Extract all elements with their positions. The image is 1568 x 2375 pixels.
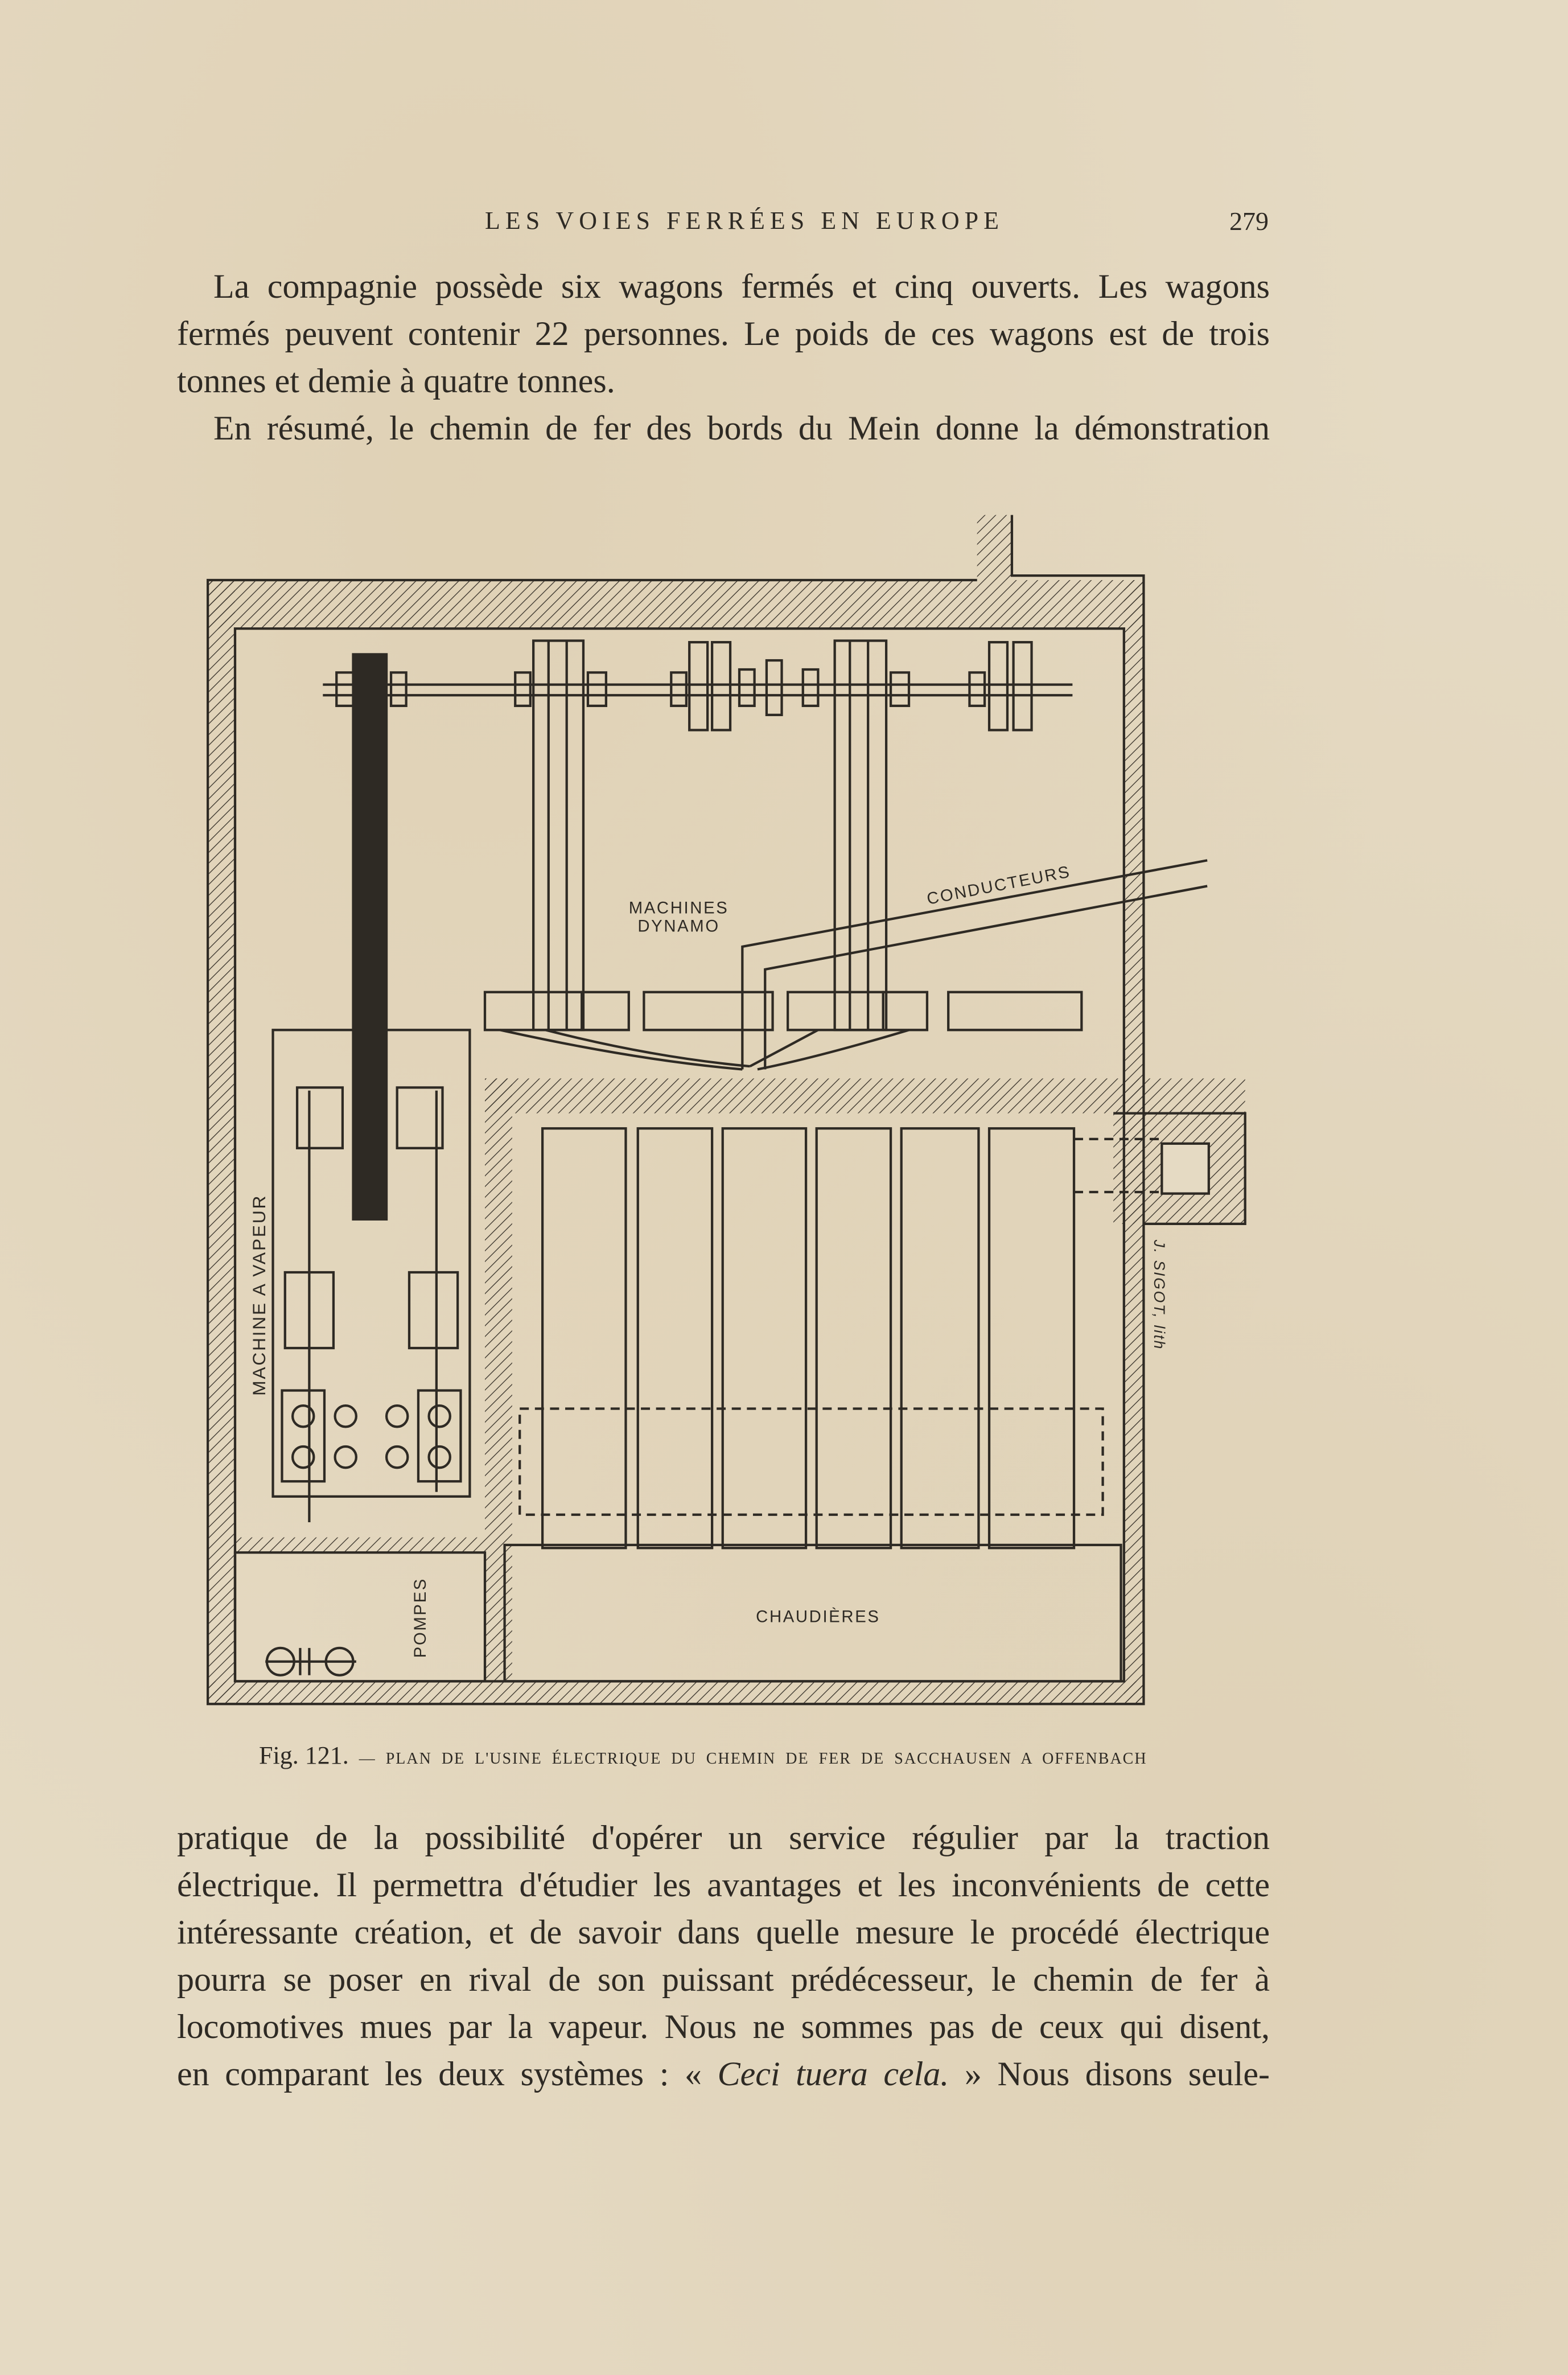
text-segment: en comparant les deux systèmes : « bbox=[177, 2055, 718, 2093]
text-line: pratique de la possibilité d'opérer un s… bbox=[177, 1819, 1270, 1856]
text-line: En résumé, le chemin de fer des bords du… bbox=[213, 409, 1270, 447]
engraver-signature: J. SIGOT, lith bbox=[1151, 1239, 1168, 1350]
label-conducteurs: CONDUCTEURS bbox=[925, 862, 1072, 908]
caption-text: — PLAN DE L'USINE ÉLECTRIQUE DU CHEMIN D… bbox=[359, 1750, 1147, 1768]
paragraph-bottom: pratique de la possibilité d'opérer un s… bbox=[177, 1814, 1270, 2098]
italic-quote: Ceci tuera cela. bbox=[717, 2055, 949, 2093]
running-title: LES VOIES FERRÉES EN EUROPE bbox=[485, 207, 1005, 235]
figure-caption: Fig. 121. — PLAN DE L'USINE ÉLECTRIQUE DU… bbox=[259, 1741, 1195, 1770]
label-dynamo: DYNAMO bbox=[637, 917, 719, 935]
text-line: locomotives mues par la vapeur. Nous ne … bbox=[177, 2008, 1270, 2045]
paragraph-top: La compagnie possède six wagons fermés e… bbox=[177, 263, 1270, 452]
text-line: La compagnie possède six wagons fermés e… bbox=[213, 268, 1270, 305]
figure-number: Fig. 121. bbox=[259, 1741, 349, 1769]
text-segment: » Nous disons seule- bbox=[949, 2055, 1270, 2093]
pump-symbol-icon bbox=[265, 1646, 356, 1677]
label-chaudieres: CHAUDIÈRES bbox=[756, 1608, 880, 1626]
label-machine-a-vapeur: MACHINE A VAPEUR bbox=[249, 1194, 269, 1396]
text-line: fermés peuvent contenir 22 personnes. Le… bbox=[177, 315, 1270, 352]
steam-engine-cylinders bbox=[281, 1086, 462, 1523]
text-line: tonnes et demie à quatre tonnes. bbox=[177, 362, 615, 400]
text-line: électrique. Il permettra d'étudier les a… bbox=[177, 1866, 1270, 1904]
conductor-wires bbox=[741, 859, 1208, 1070]
text-line-last: en comparant les deux systèmes : « Ceci … bbox=[177, 2051, 1270, 2098]
text-line: pourra se poser en rival de son puissant… bbox=[177, 1961, 1270, 1998]
chaudieres-box bbox=[503, 1543, 1122, 1683]
dynamo-machines bbox=[483, 639, 1083, 1071]
page-number: 279 bbox=[1229, 207, 1269, 236]
label-machines: MACHINES bbox=[629, 899, 729, 917]
pulleys bbox=[335, 641, 1033, 732]
label-pompes: POMPES bbox=[411, 1577, 430, 1658]
text-line: intéressante création, et de savoir dans… bbox=[177, 1913, 1270, 1951]
drive-belt bbox=[352, 653, 388, 1221]
boilers bbox=[518, 1127, 1162, 1550]
pompes-box bbox=[233, 1551, 487, 1683]
wall-hatching bbox=[208, 515, 1245, 1704]
